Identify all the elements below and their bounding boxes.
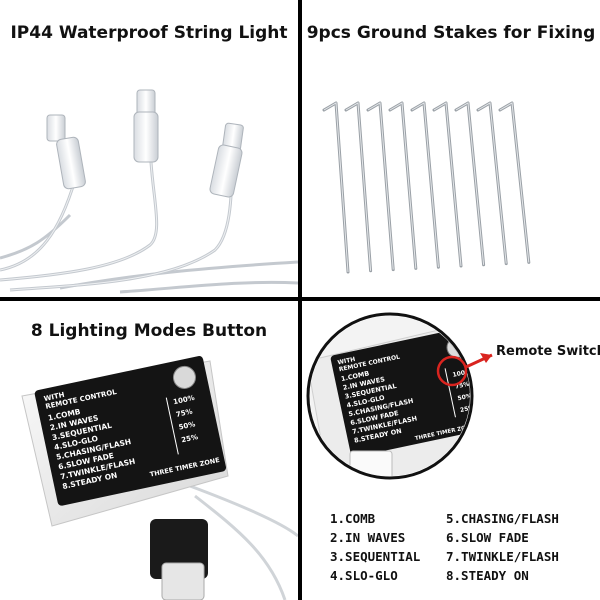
controller-pct-50: 50% bbox=[178, 420, 196, 431]
string-light-illustration bbox=[0, 89, 298, 294]
remote-switch-label: Remote Switch bbox=[496, 344, 600, 359]
zoom-pct-100: 100% bbox=[452, 368, 472, 379]
mode-item: 1.COMB bbox=[330, 511, 376, 526]
zoom-pct-25: 25% bbox=[459, 404, 475, 414]
panel-title-string-light: IP44 Waterproof String Light bbox=[10, 23, 288, 43]
ground-stake-icon bbox=[410, 101, 440, 269]
controller-pct-25: 25% bbox=[181, 433, 199, 444]
bulb-icon bbox=[46, 114, 86, 190]
mode-item: 6.SLOW FADE bbox=[446, 530, 529, 545]
ground-stake-icon bbox=[454, 101, 486, 267]
mode-item: 4.SLO-GLO bbox=[330, 568, 398, 583]
ground-stake-icon bbox=[498, 101, 531, 264]
controller-label-plate bbox=[34, 355, 227, 506]
zoom-pct-75: 75% bbox=[454, 381, 470, 391]
panel-remote-switch: WITH REMOTE CONTROL 1.COMB 2.IN WAVES 3.… bbox=[302, 301, 600, 600]
zoom-header-line1: WITH bbox=[337, 356, 356, 367]
ground-stake-icon bbox=[476, 101, 508, 266]
mode-item: 5.CHASING/FLASH bbox=[446, 511, 559, 526]
remote-switch-illustration: WITH REMOTE CONTROL 1.COMB 2.IN WAVES 3.… bbox=[306, 312, 493, 480]
controller-illustration: WITH REMOTE CONTROL 1.COMB 2.IN WAVES 3.… bbox=[21, 355, 298, 600]
ground-stake-icon bbox=[432, 101, 463, 268]
bulb-icon bbox=[133, 89, 159, 163]
ground-stake-icon bbox=[388, 101, 418, 270]
zoom-pct-50: 50% bbox=[457, 392, 473, 402]
panel-title-ground-stakes: 9pcs Ground Stakes for Fixing bbox=[306, 23, 596, 43]
mode-item: 2.IN WAVES bbox=[330, 530, 406, 545]
mode-button[interactable] bbox=[171, 364, 197, 390]
panel-string-light: IP44 Waterproof String Light bbox=[0, 0, 298, 297]
mode-item: 7.TWINKLE/FLASH bbox=[446, 549, 559, 564]
ground-stake-icon bbox=[366, 101, 395, 272]
ground-stake-icon bbox=[344, 101, 373, 273]
panel-ground-stakes: 9pcs Ground Stakes for Fixing bbox=[302, 0, 600, 297]
bulb-icon bbox=[209, 122, 244, 198]
remote-switch-highlight bbox=[436, 355, 468, 387]
ground-stake-icon bbox=[322, 101, 350, 274]
ground-stakes-illustration bbox=[322, 101, 531, 274]
horizontal-divider bbox=[0, 297, 600, 301]
controller-pct-75: 75% bbox=[175, 408, 193, 419]
mode-item: 8.STEADY ON bbox=[446, 568, 529, 583]
panel-lighting-modes: 8 Lighting Modes Button WITH REMOTE CONT… bbox=[0, 301, 298, 600]
panel-title-lighting-modes: 8 Lighting Modes Button bbox=[30, 321, 268, 341]
mode-item: 3.SEQUENTIAL bbox=[330, 549, 421, 564]
